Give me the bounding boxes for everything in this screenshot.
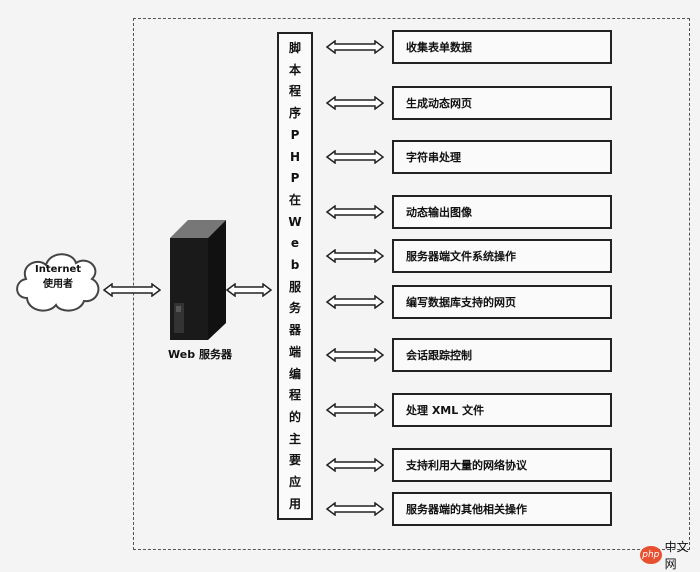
vertical-char: 的 (288, 409, 301, 424)
double-arrow-icon (226, 283, 272, 297)
double-arrow-icon (326, 249, 384, 263)
internet-label: Internet (34, 264, 81, 275)
double-arrow-icon (326, 295, 384, 309)
web-server-label: Web 服务器 (168, 348, 232, 361)
double-arrow-icon (326, 348, 384, 362)
double-arrow-icon (326, 150, 384, 164)
watermark-logo: php (640, 546, 662, 564)
application-box: 服务器端的其他相关操作 (392, 492, 612, 526)
vertical-char: 务 (288, 301, 301, 316)
double-arrow-icon (326, 205, 384, 219)
vertical-char: 器 (288, 323, 301, 338)
vertical-char: 脚 (288, 41, 301, 55)
vertical-char: 服 (288, 279, 301, 294)
application-box: 服务器端文件系统操作 (392, 239, 612, 273)
vertical-char: 用 (288, 496, 301, 511)
double-arrow-icon (326, 502, 384, 516)
cloud-icon (16, 253, 100, 312)
application-box: 会话跟踪控制 (392, 338, 612, 372)
server-icon (170, 220, 226, 340)
watermark-text: 中文网 (664, 540, 689, 571)
double-arrow-icon (326, 403, 384, 417)
double-arrow-icon (326, 40, 384, 54)
vertical-char: 编 (288, 366, 301, 381)
vertical-char: 序 (288, 106, 301, 121)
application-box: 收集表单数据 (392, 30, 612, 64)
vertical-char: 应 (288, 475, 301, 490)
application-box: 生成动态网页 (392, 86, 612, 120)
vertical-char: b (290, 258, 300, 273)
vertical-char: 要 (288, 453, 301, 468)
internet-user: Internet 使用者 (12, 262, 104, 292)
vertical-char: H (289, 149, 301, 164)
vertical-char: P (290, 127, 300, 142)
vertical-char: 在 (288, 192, 301, 207)
application-box: 支持利用大量的网络协议 (392, 448, 612, 482)
watermark: php 中文网 (640, 538, 700, 572)
application-box: 处理 XML 文件 (392, 393, 612, 427)
user-label: 使用者 (43, 279, 73, 290)
vertical-char: 程 (288, 84, 301, 99)
vertical-char: e (290, 236, 300, 251)
server-boundary-frame (133, 18, 690, 550)
double-arrow-icon (326, 96, 384, 110)
vertical-char: P (290, 171, 300, 186)
vertical-char: W (288, 214, 302, 229)
double-arrow-icon (326, 458, 384, 472)
application-box: 动态输出图像 (392, 195, 612, 229)
vertical-char: 本 (288, 62, 301, 77)
vertical-char: 主 (288, 431, 301, 446)
vertical-char: 程 (288, 388, 301, 403)
application-box: 字符串处理 (392, 140, 612, 174)
application-box: 编写数据库支持的网页 (392, 285, 612, 319)
vertical-char: 端 (288, 344, 301, 359)
double-arrow-icon (103, 283, 161, 297)
